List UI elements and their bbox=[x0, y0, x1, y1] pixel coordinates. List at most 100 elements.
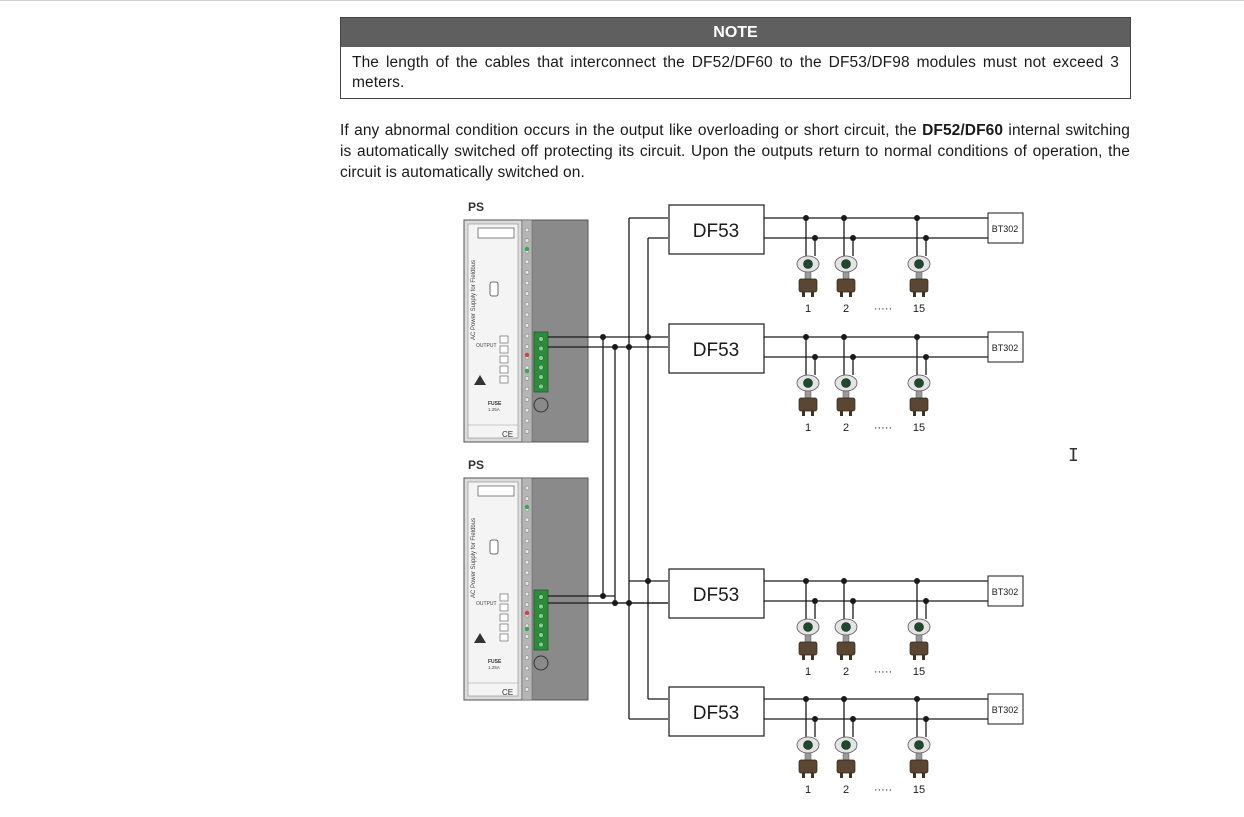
device-number: 15 bbox=[913, 303, 925, 315]
device-leg bbox=[811, 773, 814, 778]
bt302-label: BT302 bbox=[992, 343, 1019, 353]
device-body bbox=[798, 397, 818, 412]
device-number: 1 bbox=[805, 422, 811, 434]
ps-led bbox=[524, 602, 530, 607]
junction-dot bbox=[812, 598, 818, 604]
junction-dot bbox=[803, 578, 809, 584]
device-neck bbox=[842, 752, 850, 761]
device-leg bbox=[802, 655, 805, 660]
ps-led bbox=[524, 280, 530, 286]
green-terminal-block bbox=[533, 331, 549, 393]
device-leg bbox=[849, 773, 852, 778]
ps-led bbox=[524, 644, 530, 650]
junction-dot bbox=[923, 598, 929, 604]
ps-led bbox=[524, 485, 530, 491]
ps-led bbox=[524, 538, 530, 544]
note-text: The length of the cables that interconne… bbox=[352, 54, 1119, 91]
bt302-label: BT302 bbox=[992, 705, 1019, 715]
ce-mark: CE bbox=[502, 430, 513, 439]
ps-label-slot bbox=[477, 227, 515, 239]
device-display bbox=[914, 622, 924, 632]
ps-led bbox=[524, 549, 530, 554]
junction-dot bbox=[841, 578, 847, 584]
device-body bbox=[798, 759, 818, 774]
junction-dot bbox=[850, 354, 856, 360]
fieldbus-transmitter-icon bbox=[907, 374, 931, 416]
junction-dot bbox=[914, 334, 920, 340]
ps-terminal-box bbox=[499, 593, 509, 602]
junction-dot bbox=[645, 578, 651, 584]
ps-terminal-box bbox=[499, 375, 509, 384]
junction-dot bbox=[914, 696, 920, 702]
junction-dot bbox=[612, 344, 618, 350]
ps-rail bbox=[521, 477, 533, 701]
device-leg bbox=[913, 655, 916, 660]
fieldbus-transmitter-icon bbox=[834, 374, 858, 416]
junction-dot bbox=[914, 578, 920, 584]
device-number: 2 bbox=[843, 784, 849, 796]
ps-led bbox=[524, 323, 530, 328]
device-number: 2 bbox=[843, 666, 849, 678]
green-terminal-block bbox=[533, 589, 549, 651]
ps-terminal-box bbox=[499, 603, 509, 612]
ps-led bbox=[524, 665, 530, 671]
terminal-screw bbox=[538, 364, 544, 371]
fault-led-red bbox=[524, 610, 530, 616]
ps-vertical-text: AC Power Supply for Fieldbus bbox=[471, 260, 477, 340]
ps-label-slot bbox=[477, 485, 515, 497]
device-neck bbox=[804, 271, 812, 280]
ps-led bbox=[524, 386, 530, 392]
device-neck bbox=[842, 390, 850, 399]
ps-faceplate-inner bbox=[467, 481, 519, 697]
device-display bbox=[841, 378, 851, 388]
device-display bbox=[841, 740, 851, 750]
junction-dot bbox=[803, 215, 809, 221]
ps-label: PS bbox=[468, 458, 484, 472]
junction-dot bbox=[850, 235, 856, 241]
terminal-screw bbox=[538, 355, 544, 361]
paragraph-bold-model: DF52/DF60 bbox=[922, 122, 1004, 139]
junction-dot bbox=[645, 334, 651, 340]
fieldbus-transmitter-icon bbox=[796, 736, 820, 778]
terminal-screw bbox=[538, 632, 544, 638]
terminal-screw bbox=[538, 345, 544, 352]
device-ellipsis: ····· bbox=[874, 422, 892, 434]
ps-led bbox=[524, 634, 530, 639]
ps-terminal-box bbox=[499, 335, 509, 344]
device-body bbox=[836, 278, 856, 293]
status-led-green bbox=[524, 368, 530, 374]
ps-led bbox=[524, 528, 530, 533]
junction-dot bbox=[812, 235, 818, 241]
device-display bbox=[914, 259, 924, 269]
df53-label: DF53 bbox=[693, 585, 739, 606]
device-number: 1 bbox=[805, 303, 811, 315]
df53-module bbox=[668, 568, 765, 619]
ps-led bbox=[524, 238, 530, 243]
fieldbus-transmitter-icon bbox=[834, 255, 858, 297]
paragraph-text-end: internal switching is automatically swit… bbox=[340, 122, 1130, 181]
ps-body bbox=[521, 477, 589, 701]
device-ellipsis: ····· bbox=[874, 784, 892, 796]
junction-dot bbox=[914, 215, 920, 221]
ps-led bbox=[524, 376, 530, 381]
device-leg bbox=[922, 411, 925, 416]
note-title: NOTE bbox=[341, 18, 1130, 47]
device-neck bbox=[804, 634, 812, 643]
junction-dot bbox=[841, 696, 847, 702]
ps-switch-icon bbox=[489, 539, 499, 555]
device-display bbox=[914, 378, 924, 388]
device-neck bbox=[804, 752, 812, 761]
device-body bbox=[798, 641, 818, 656]
junction-dot bbox=[850, 598, 856, 604]
device-leg bbox=[811, 411, 814, 416]
junction-dot bbox=[803, 696, 809, 702]
df53-label: DF53 bbox=[693, 340, 739, 361]
fieldbus-transmitter-icon bbox=[907, 255, 931, 297]
terminal-screw bbox=[538, 383, 544, 390]
device-leg bbox=[802, 292, 805, 297]
terminal-screw bbox=[538, 374, 544, 380]
